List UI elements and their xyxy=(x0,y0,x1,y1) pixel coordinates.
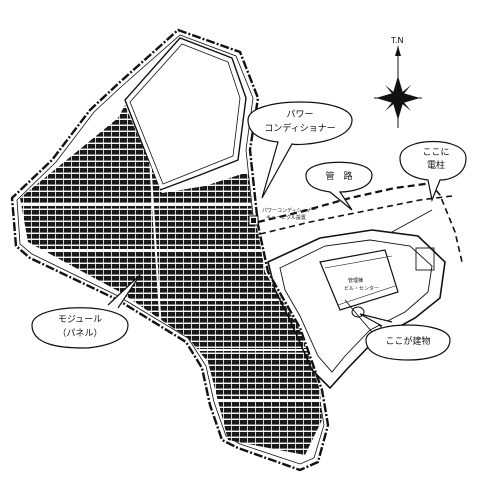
site-boundary xyxy=(10,28,330,472)
label-utility-pole-2: 電柱 xyxy=(427,159,445,171)
conduit-route xyxy=(257,181,433,224)
north-compass-icon xyxy=(374,46,422,128)
callout-conduit xyxy=(305,161,373,211)
pond-area-inner xyxy=(129,43,241,185)
svg-text:管理棟: 管理棟 xyxy=(348,277,363,284)
callout-building xyxy=(359,313,451,361)
north-label: T.N xyxy=(390,36,403,45)
label-module-2: （パネル） xyxy=(57,328,102,339)
label-module-1: モジュール xyxy=(58,315,102,325)
svg-text:キュービクル設置: キュービクル設置 xyxy=(266,214,306,221)
label-building: ここが建物 xyxy=(385,335,430,347)
callout-utility-pole xyxy=(399,141,467,203)
label-utility-pole-1: ここに xyxy=(422,147,449,158)
svg-text:パワーコンディショナー: パワーコンディショナー xyxy=(262,207,317,214)
callout-module xyxy=(31,274,141,349)
label-power-conditioner-2: コンディショナー xyxy=(264,122,335,134)
callout-power-conditioner xyxy=(247,101,353,199)
label-conduit: 管 路 xyxy=(325,170,352,182)
label-power-conditioner-1: パワー xyxy=(286,109,313,120)
pond-area xyxy=(124,37,247,191)
svg-text:ビル・センター: ビル・センター xyxy=(344,285,379,292)
